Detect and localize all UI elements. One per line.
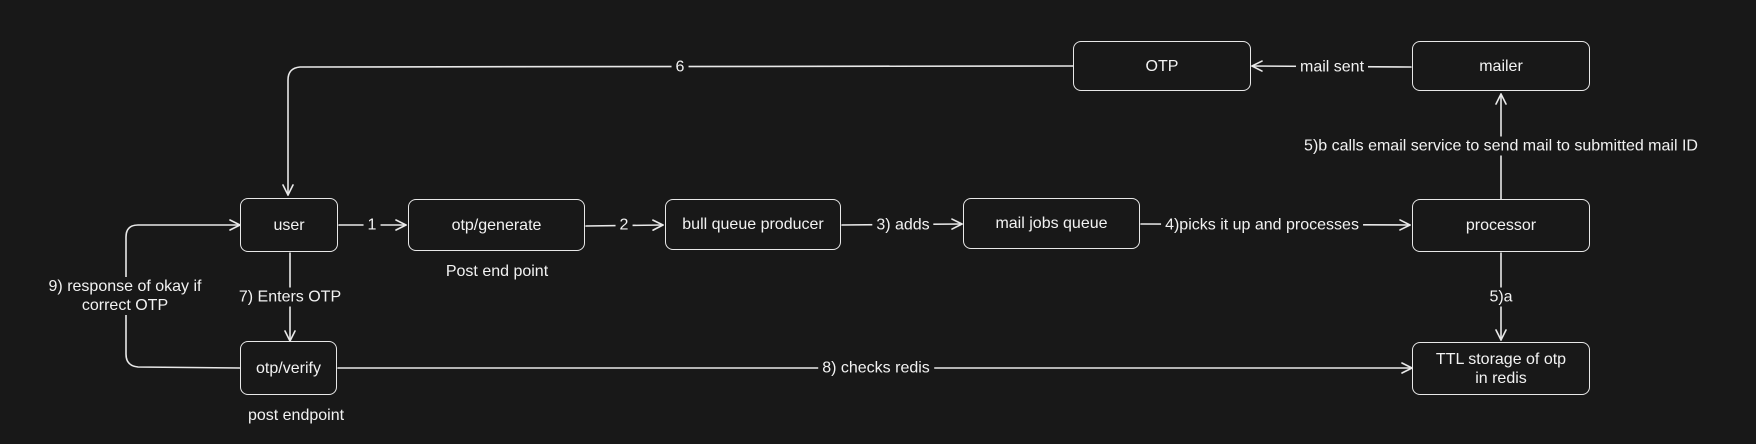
- edge-label-5b: 5)b calls email service to send mail to …: [1300, 136, 1702, 156]
- edge-label-4: 4)picks it up and processes: [1161, 215, 1363, 235]
- edge-label-2: 2: [615, 215, 633, 235]
- edge-label-7: 7) Enters OTP: [234, 287, 346, 307]
- edge-label-8: 8) checks redis: [818, 358, 934, 378]
- node-otp-generate: otp/generate: [408, 199, 585, 251]
- node-mail-jobs-queue: mail jobs queue: [963, 198, 1140, 249]
- edge-6: [282, 65, 1074, 196]
- node-otp: OTP: [1073, 41, 1251, 91]
- edge-label-3: 3) adds: [872, 215, 934, 235]
- edge-label-6: 6: [671, 57, 689, 77]
- node-ttl-storage: TTL storage of otp in redis: [1412, 342, 1590, 395]
- node-mailer: mailer: [1412, 41, 1590, 91]
- node-user: user: [240, 198, 338, 252]
- edge-label-9: 9) response of okay if correct OTP: [31, 277, 219, 315]
- node-otp-verify: otp/verify: [240, 341, 337, 395]
- edge-label-5a: 5)a: [1485, 287, 1517, 307]
- caption-post-endpoint: post endpoint: [247, 407, 345, 424]
- edge-label-mail-sent: mail sent: [1295, 57, 1369, 77]
- node-processor: processor: [1412, 199, 1590, 252]
- node-bull-queue-producer: bull queue producer: [665, 199, 841, 250]
- caption-post-end-point: Post end point: [445, 263, 549, 280]
- edge-label-1: 1: [363, 215, 381, 235]
